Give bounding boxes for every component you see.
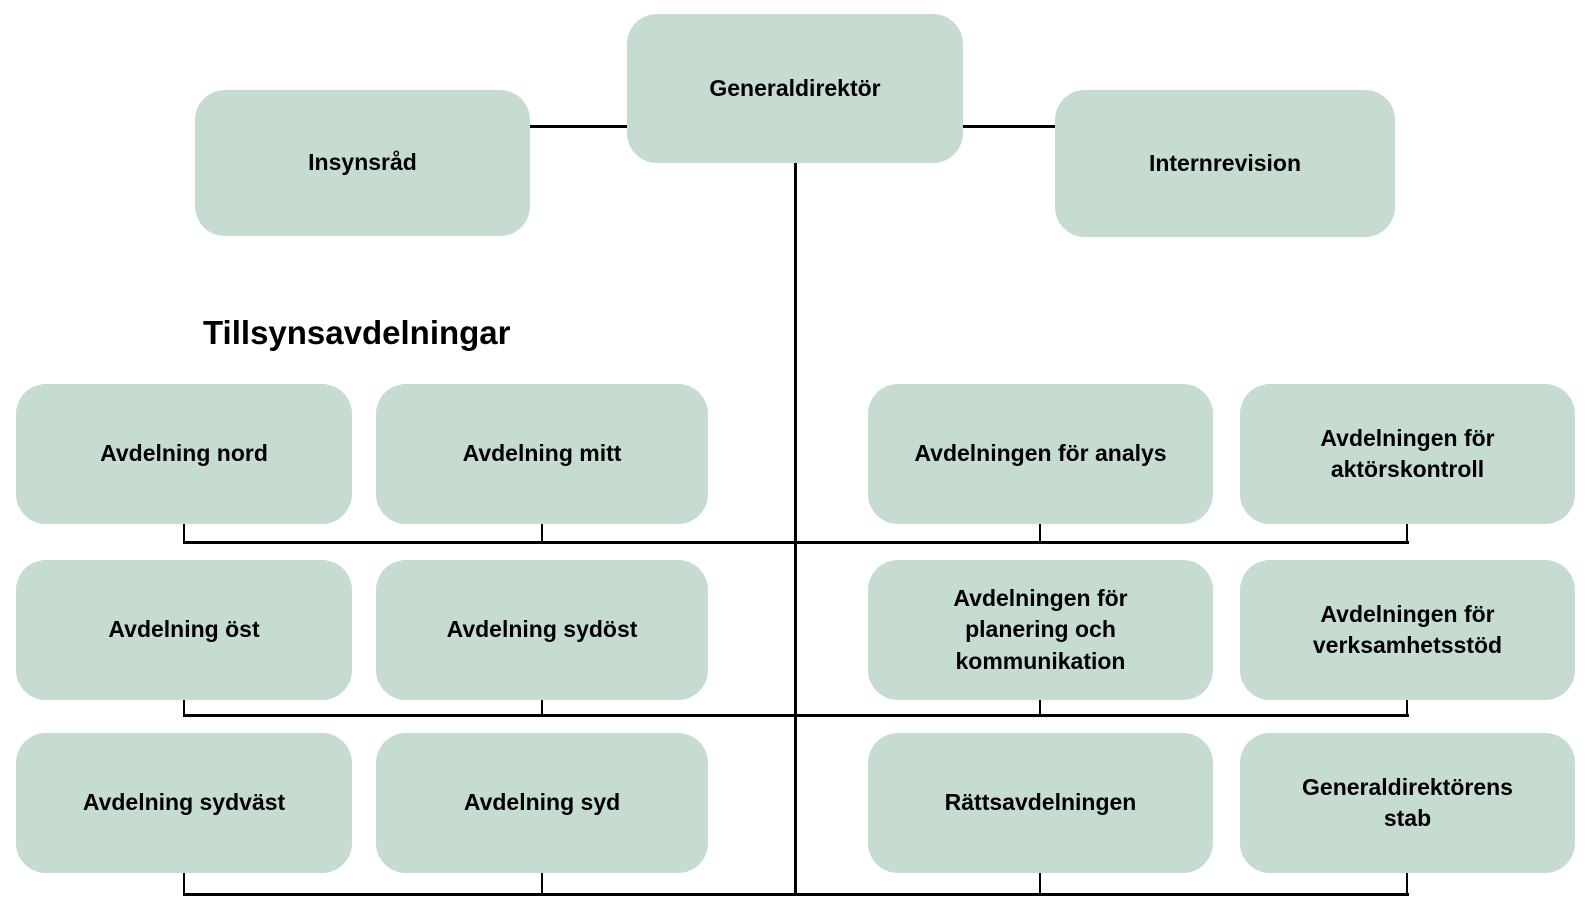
org-box-label: Avdelning mitt (462, 440, 622, 467)
connector-stub-mitt (541, 524, 543, 542)
connector-row3-horizontal (183, 893, 1409, 896)
org-box-label: Insynsråd (308, 149, 417, 176)
connector-stub-ost (183, 700, 185, 715)
org-box-internrevision: Internrevision (1055, 90, 1395, 237)
connector-stub-sydvast (183, 873, 185, 894)
connector-row2-horizontal (183, 714, 1409, 717)
org-box-label: Generaldirektörens stab (1302, 773, 1513, 831)
org-box-label: Avdelningen för aktörskontroll (1320, 424, 1495, 482)
org-box-label: Avdelningen för verksamhetsstöd (1312, 600, 1503, 658)
org-box-label: Avdelning öst (108, 616, 260, 643)
connector-generaldirektor-internrevision (963, 125, 1055, 128)
connector-stub-rattsavdelningen (1039, 873, 1041, 894)
org-box-rattsavdelningen: Rättsavdelningen (868, 733, 1213, 873)
connector-insynsrad-generaldirektor (530, 125, 627, 128)
org-box-avdelningen-for-analys: Avdelningen för analys (868, 384, 1213, 524)
connector-stub-stab (1406, 873, 1408, 894)
connector-stub-planering (1039, 700, 1041, 715)
connector-row1-horizontal (183, 541, 1409, 544)
org-box-generaldirektorens-stab: Generaldirektörens stab (1240, 733, 1575, 873)
connector-stub-aktorskontroll (1406, 524, 1408, 542)
org-box-label: Avdelningen för analys (914, 440, 1167, 467)
org-box-avdelningen-for-verksamhetsstod: Avdelningen för verksamhetsstöd (1240, 560, 1575, 700)
org-box-avdelning-sydost: Avdelning sydöst (376, 560, 708, 700)
org-box-avdelningen-for-planering-och-kommunikation: Avdelningen för planering och kommunikat… (868, 560, 1213, 700)
connector-stub-syd (541, 873, 543, 894)
org-box-avdelning-ost: Avdelning öst (16, 560, 352, 700)
connector-trunk-vertical (794, 162, 797, 896)
connector-stub-sydost (541, 700, 543, 715)
org-box-insynsrad: Insynsråd (195, 90, 530, 236)
org-box-avdelning-syd: Avdelning syd (376, 733, 708, 873)
org-box-avdelning-mitt: Avdelning mitt (376, 384, 708, 524)
org-box-label: Avdelningen för planering och kommunikat… (953, 585, 1128, 674)
org-box-label: Avdelning syd (463, 789, 621, 816)
org-box-generaldirektor: Generaldirektör (627, 14, 963, 163)
org-box-avdelning-nord: Avdelning nord (16, 384, 352, 524)
org-box-label: Internrevision (1148, 149, 1302, 176)
connector-stub-analys (1039, 524, 1041, 542)
org-box-avdelning-sydvast: Avdelning sydväst (16, 733, 352, 873)
connector-stub-nord (183, 524, 185, 542)
connector-stub-verksamhetsstod (1406, 700, 1408, 715)
section-title-tillsynsavdelningar: Tillsynsavdelningar (203, 314, 511, 351)
org-box-avdelningen-for-aktorskontroll: Avdelningen för aktörskontroll (1240, 384, 1575, 524)
org-box-label: Avdelning sydöst (446, 616, 638, 643)
org-box-label: Rättsavdelningen (944, 789, 1137, 816)
org-box-label: Generaldirektör (709, 74, 881, 101)
org-box-label: Avdelning nord (100, 440, 268, 467)
org-box-label: Avdelning sydväst (82, 789, 286, 816)
